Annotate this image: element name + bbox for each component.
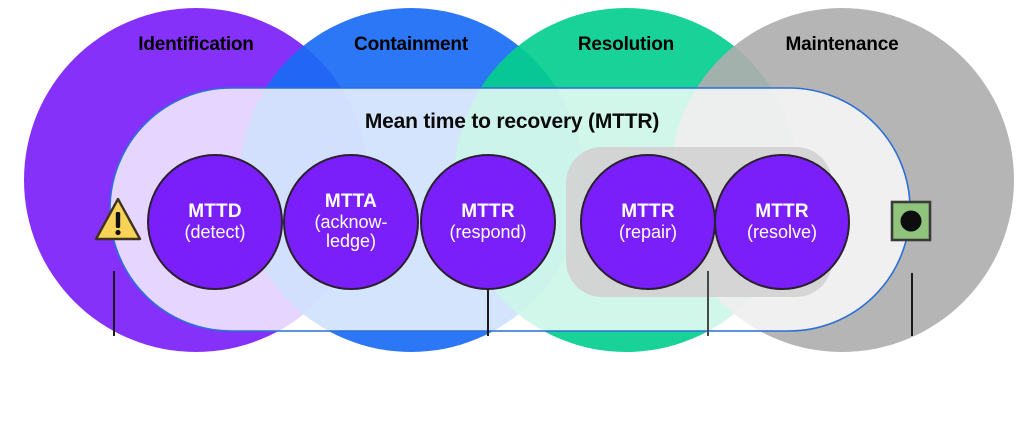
metric-subtitle: (acknow-ledge) (314, 211, 388, 252)
phase-label-identification: Identification (138, 34, 254, 55)
metric-code: MTTA (324, 191, 378, 213)
metric-node-mttr-repair: MTTR (repair) (580, 154, 716, 290)
metric-code: MTTD (188, 201, 242, 223)
metric-code: MTTR (461, 201, 515, 223)
phase-label-containment: Containment (354, 34, 468, 55)
metric-node-mtta-acknowledge: MTTA (acknow-ledge) (283, 154, 419, 290)
metric-subtitle: (repair) (618, 221, 677, 242)
metric-code: MTTR (755, 201, 809, 223)
metric-subtitle: (resolve) (746, 221, 817, 242)
phase-label-resolution: Resolution (577, 34, 675, 55)
phase-label-maintenance: Maintenance (785, 34, 899, 55)
metric-node-mttd-detect: MTTD (detect) (147, 154, 283, 290)
metric-node-mttr-resolve: MTTR (resolve) (714, 154, 850, 290)
metric-code: MTTR (621, 201, 675, 223)
metric-subtitle: (detect) (184, 221, 246, 242)
metric-node-mttr-respond: MTTR (respond) (420, 154, 556, 290)
mttr-band-title: Mean time to recovery (MTTR) (364, 110, 660, 133)
green-square-dot-icon (890, 200, 932, 242)
warning-triangle-icon (94, 197, 142, 241)
metric-subtitle: (respond) (449, 221, 527, 242)
